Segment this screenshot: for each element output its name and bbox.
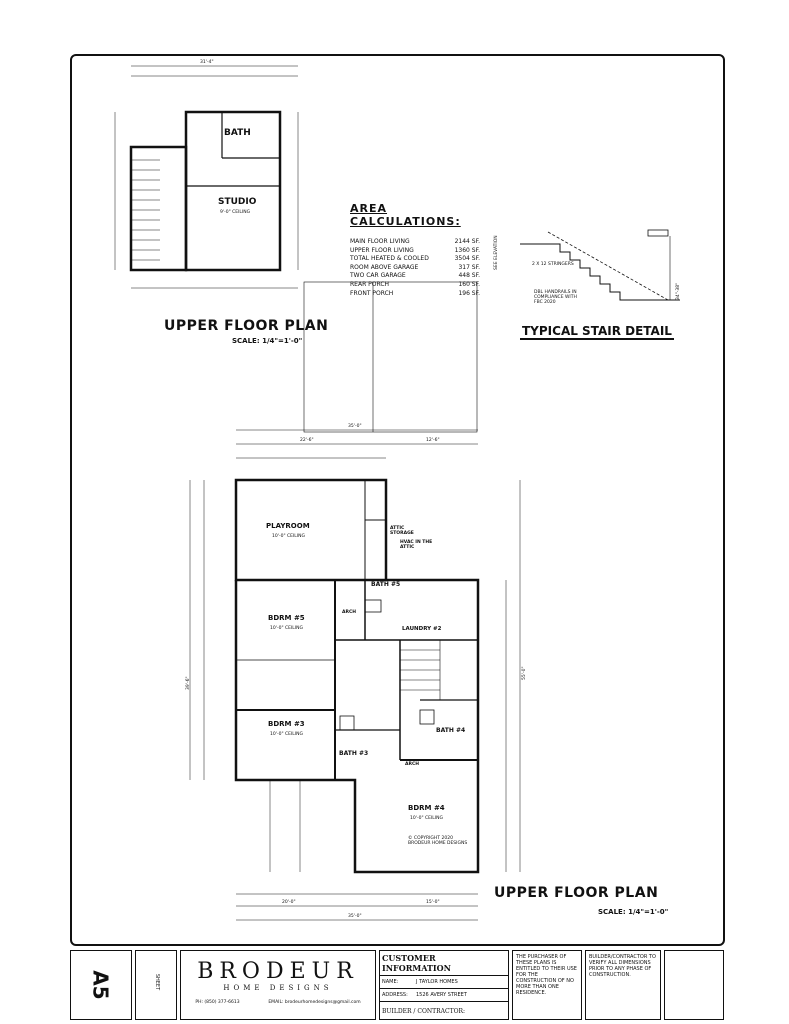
purchaser-notes-block: THE PURCHASER OF THESE PLANS IS ENTITLED… <box>512 950 582 1020</box>
room-label-studio: STUDIO <box>218 197 257 207</box>
dim-main-top: 35'-0" <box>348 424 362 429</box>
area-row-label: MAIN FLOOR LIVING <box>350 238 410 245</box>
area-row-value: 317 SF. <box>458 263 480 271</box>
area-calculations-title: AREA CALCULATIONS: <box>350 202 461 228</box>
area-row-value: 3504 SF. <box>454 255 480 263</box>
stair-side-note: SEE ELEVATION <box>494 235 499 270</box>
stair-height: 34"-38" <box>676 282 681 300</box>
dim-top-overall: 31'-4" <box>200 60 214 65</box>
sheet-info-strip: SHEET <box>135 950 177 1020</box>
address-value: 1526 AVERY STREET <box>416 992 467 998</box>
room-label-bdrm5: BDRM #5 <box>268 614 305 622</box>
brand-block: BRODEUR HOME DESIGNS PH: (850) 377-6613 … <box>180 950 376 1020</box>
purchaser-notes: THE PURCHASER OF THESE PLANS IS ENTITLED… <box>516 954 577 996</box>
sheet-label: SHEET <box>154 973 160 991</box>
hvac-label: HVAC IN THE ATTIC <box>400 540 433 550</box>
area-row-label: TWO CAR GARAGE <box>350 272 406 280</box>
area-row-label: REAR PORCH <box>350 280 390 288</box>
sheet-number: A5 <box>89 970 113 1000</box>
customer-header: CUSTOMER INFORMATION <box>380 951 508 976</box>
brand-phone: PH: (850) 377-6613 <box>195 1000 240 1005</box>
dim-main-sub2: 12'-6" <box>426 438 440 443</box>
builder-notes: BUILDER/CONTRACTOR TO VERIFY ALL DIMENSI… <box>589 954 656 978</box>
drawing-sheet-border <box>70 54 725 946</box>
area-row-value: 1360 SF. <box>454 246 480 254</box>
area-row-label: TOTAL HEATED & COOLED <box>350 255 429 263</box>
sheet-number-block: A5 <box>70 950 132 1020</box>
arch-label-2: ARCH <box>405 762 420 767</box>
studio-ceiling-label: 9'-0" CEILING <box>220 210 251 215</box>
dim-main-left: 39'-6" <box>186 676 191 690</box>
dim-main-right: 55'-0" <box>522 666 527 680</box>
area-row: TOTAL HEATED & COOLED 3504 SF. <box>350 255 480 264</box>
area-row-label: ROOM ABOVE GARAGE <box>350 263 419 271</box>
room-label-bdrm3: BDRM #3 <box>268 720 305 728</box>
upper-small-title: UPPER FLOOR PLAN <box>164 318 329 334</box>
name-value: J TAYLOR HOMES <box>416 979 458 985</box>
room-label-bath: BATH <box>224 128 251 138</box>
brand-subtitle: HOME DESIGNS <box>223 984 333 992</box>
area-row-label: FRONT PORCH <box>350 289 394 297</box>
stair-detail-title: TYPICAL STAIR DETAIL <box>520 324 674 340</box>
bdrm5-ceiling: 10'-0" CEILING <box>270 626 303 631</box>
revision-block <box>664 950 724 1020</box>
stair-note-handrails: DBL HANDRAILS IN COMPLIANCE WITH FBC 202… <box>534 290 577 305</box>
room-label-bdrm4: BDRM #4 <box>408 804 445 812</box>
room-label-laundry: LAUNDRY #2 <box>402 626 442 632</box>
room-label-bath4: BATH #4 <box>436 727 466 734</box>
area-row: UPPER FLOOR LIVING 1360 SF. <box>350 247 480 256</box>
brand-email: EMAIL: brodeurhomedesigns@gmail.com <box>268 1000 361 1005</box>
upper-main-scale: SCALE: 1/4"=1'-0" <box>598 908 669 916</box>
area-row-label: UPPER FLOOR LIVING <box>350 246 414 254</box>
customer-info-block: CUSTOMER INFORMATION NAME: J TAYLOR HOME… <box>379 950 509 1020</box>
copyright-note: © COPYRIGHT 2020 BRODEUR HOME DESIGNS <box>408 836 468 846</box>
dim-main-sub1: 22'-6" <box>300 438 314 443</box>
attic-storage-label: ATTIC STORAGE <box>390 526 414 536</box>
area-row-value: 196 SF. <box>458 289 480 297</box>
room-label-playroom: PLAYROOM <box>266 522 310 530</box>
address-label: ADDRESS: <box>382 992 408 998</box>
name-label: NAME: <box>382 979 399 985</box>
stair-note-stringers: 2 X 12 STRINGERS <box>532 262 574 267</box>
area-calculations: AREA CALCULATIONS: MAIN FLOOR LIVING 2144… <box>350 202 480 298</box>
bdrm3-ceiling: 10'-0" CEILING <box>270 732 303 737</box>
playroom-ceiling: 10'-0" CEILING <box>272 534 305 539</box>
area-row: FRONT PORCH 196 SF. <box>350 290 480 299</box>
upper-main-title: UPPER FLOOR PLAN <box>494 885 659 901</box>
builder-notes-block: BUILDER/CONTRACTOR TO VERIFY ALL DIMENSI… <box>585 950 661 1020</box>
dim-main-bottom: 35'-0" <box>348 914 362 919</box>
upper-small-scale: SCALE: 1/4"=1'-0" <box>232 337 303 345</box>
dim-main-bottom-left: 20'-0" <box>282 900 296 905</box>
room-label-bath5: BATH #5 <box>371 581 401 588</box>
area-row: TWO CAR GARAGE 448 SF. <box>350 272 480 281</box>
room-label-bath3: BATH #3 <box>339 750 369 757</box>
area-row: ROOM ABOVE GARAGE 317 SF. <box>350 264 480 273</box>
area-row-value: 448 SF. <box>458 272 480 280</box>
dim-main-bottom-right: 15'-0" <box>426 900 440 905</box>
area-row: MAIN FLOOR LIVING 2144 SF. <box>350 238 480 247</box>
bdrm4-ceiling: 10'-0" CEILING <box>410 816 443 821</box>
arch-label-1: ARCH <box>342 610 357 615</box>
area-row: REAR PORCH 160 SF. <box>350 281 480 290</box>
brand-name: BRODEUR <box>197 959 359 984</box>
area-row-value: 2144 SF. <box>454 238 480 245</box>
builder-label: BUILDER / CONTRACTOR: <box>382 1008 466 1015</box>
area-row-value: 160 SF. <box>458 280 480 288</box>
